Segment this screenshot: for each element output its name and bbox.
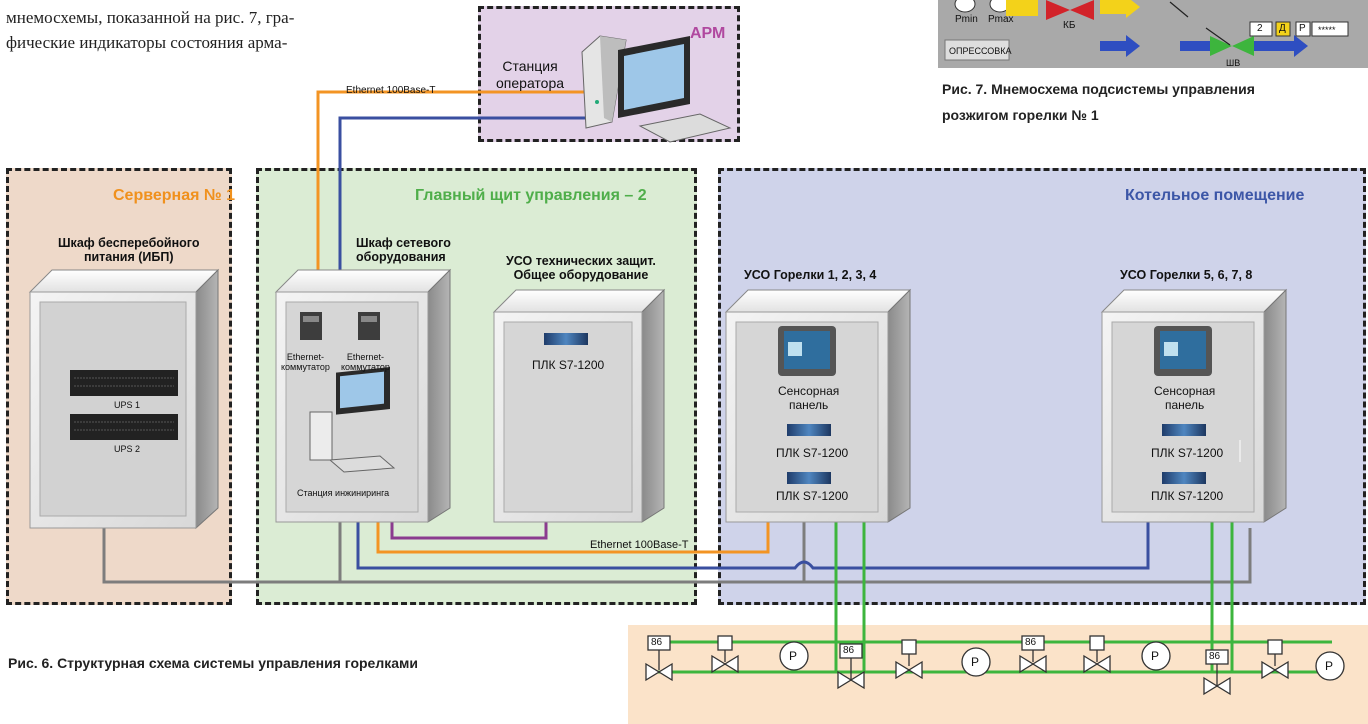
uso-burners-a-plc1-label: ПЛК S7-1200 xyxy=(776,446,849,460)
field-device-valve-2 xyxy=(895,639,923,680)
field-label-p-2: P xyxy=(971,655,980,669)
fig7-pmin-label: Pmin xyxy=(955,14,978,25)
figure7-caption: Рис. 7. Мнемосхема подсистемы управления… xyxy=(942,76,1255,128)
page-text-line1: мнемосхемы, показанной на рис. 7, гра- xyxy=(6,8,295,27)
page-text: мнемосхемы, показанной на рис. 7, гра- ф… xyxy=(6,5,294,55)
uso-common-title: УСО технических защит. Общее оборудовани… xyxy=(506,254,656,282)
uso-common-plc-label: ПЛК S7-1200 xyxy=(532,358,605,372)
field-label-86-2: 86 xyxy=(843,645,855,656)
uso-common-title-line1: УСО технических защит. xyxy=(506,254,656,268)
uso-burners-a-panel-label: Сенсорная панель xyxy=(778,384,839,412)
network-cabinet-title-line2: оборудования xyxy=(356,250,446,264)
field-devices xyxy=(645,635,1345,696)
ups-cabinet-title-line2: питания (ИБП) xyxy=(83,250,174,264)
ups1-label: UPS 1 xyxy=(114,400,141,410)
field-label-p-4: P xyxy=(1325,659,1334,673)
orange-bus xyxy=(376,522,770,554)
uso-burners-b-panel-line2: панель xyxy=(1164,398,1205,412)
switch1-label-line2: коммутатор xyxy=(281,362,330,372)
cabinet-uso-b xyxy=(1100,288,1288,523)
switch2-label-line2: коммутатор xyxy=(341,362,390,372)
orange-cable-top xyxy=(316,90,590,282)
uso-burners-a-panel-line2: панель xyxy=(788,398,829,412)
cables xyxy=(102,90,1332,674)
uso-burners-b-title: УСО Горелки 5, 6, 7, 8 xyxy=(1120,268,1253,282)
field-device-valve-86-1 xyxy=(645,635,673,682)
fig7-valve-kb-label: КБ xyxy=(1063,20,1076,31)
zone-title-boiler: Котельное помещение xyxy=(1125,187,1305,204)
ethernet-label-bottom: Ethernet 100Base-T xyxy=(590,539,689,551)
ups-cabinet-title-line1: Шкаф бесперебойного xyxy=(58,236,200,250)
network-cabinet-title: Шкаф сетевого оборудования xyxy=(356,236,451,264)
uso-common-title-line2: Общее оборудование xyxy=(513,268,649,282)
ups-cabinet-title: Шкаф бесперебойного питания (ИБП) xyxy=(58,236,199,264)
uso-burners-a-title: УСО Горелки 1, 2, 3, 4 xyxy=(744,268,877,282)
cabinet-network xyxy=(274,268,452,523)
field-device-valve-4 xyxy=(1261,639,1289,680)
figure7-caption-line2: розжигом горелки № 1 xyxy=(942,107,1099,123)
cabinet-uso-common xyxy=(492,288,666,523)
switch2-label-line1: Ethernet- xyxy=(346,352,384,362)
fig7-field-d: Д xyxy=(1279,23,1286,34)
ethernet-label-top: Ethernet 100Base-T xyxy=(346,85,436,96)
ups2-label: UPS 2 xyxy=(114,444,141,454)
field-device-valve-86-4 xyxy=(1203,649,1231,696)
field-device-pressure-1 xyxy=(779,641,809,671)
field-device-valve-86-3 xyxy=(1019,635,1047,674)
switch1-label: Ethernet- коммутатор xyxy=(281,352,330,372)
field-label-86-4: 86 xyxy=(1209,651,1221,662)
uso-burners-b-plc1-label: ПЛК S7-1200 xyxy=(1151,446,1224,460)
figure7-mnemo xyxy=(938,0,1368,68)
zone-title-server: Серверная № 1 xyxy=(113,187,236,204)
uso-burners-a-plc2-label: ПЛК S7-1200 xyxy=(776,489,849,503)
operator-station-line1: Станция xyxy=(502,58,558,74)
fig7-valve-shv-label: ШВ xyxy=(1226,58,1241,68)
operator-station-label: Станция оператора xyxy=(496,58,564,92)
field-device-valve-86-2 xyxy=(837,643,865,690)
field-label-86-1: 86 xyxy=(651,637,663,648)
zone-title-arm: АРМ xyxy=(690,25,726,42)
blue-bus xyxy=(356,522,1150,570)
page-text-line2: фические индикаторы состояния арма- xyxy=(6,33,288,52)
uso-burners-b-plc2-label: ПЛК S7-1200 xyxy=(1151,489,1224,503)
purple-bus xyxy=(390,522,548,540)
fig7-pmax-label: Pmax xyxy=(988,14,1014,25)
green-field-a xyxy=(834,522,866,672)
uso-burners-a-panel-line1: Сенсорная xyxy=(778,384,840,398)
cabinet-ups xyxy=(28,268,220,530)
field-device-pressure-2 xyxy=(961,647,991,677)
operator-station-line2: оператора xyxy=(496,75,565,91)
switch2-label: Ethernet- коммутатор xyxy=(341,352,390,372)
fig7-field-num: 2 xyxy=(1257,23,1263,34)
figure6-caption: Рис. 6. Структурная схема системы управл… xyxy=(8,655,418,671)
switch1-label-line1: Ethernet- xyxy=(286,352,324,362)
figure7-caption-line1: Рис. 7. Мнемосхема подсистемы управления xyxy=(942,81,1255,97)
uso-burners-b-panel-label: Сенсорная панель xyxy=(1154,384,1215,412)
fig7-button-opressovka: ОПРЕССОВКА xyxy=(949,46,1012,56)
network-cabinet-title-line1: Шкаф сетевого xyxy=(356,236,451,250)
fig7-field-stars: ***** xyxy=(1318,25,1336,35)
fig7-field-p: Р xyxy=(1299,23,1306,34)
operator-computer xyxy=(581,35,732,143)
field-label-86-3: 86 xyxy=(1025,637,1037,648)
field-device-pressure-3 xyxy=(1141,641,1171,671)
cabinet-uso-a xyxy=(724,288,912,523)
field-device-valve-3 xyxy=(1083,635,1111,674)
green-field-bus xyxy=(656,640,1332,674)
field-device-pressure-4 xyxy=(1315,651,1345,681)
green-field-b xyxy=(1210,522,1234,672)
uso-burners-b-panel-line1: Сенсорная xyxy=(1154,384,1216,398)
field-device-valve-1 xyxy=(711,635,739,674)
zone-title-main-panel: Главный щит управления – 2 xyxy=(415,187,647,204)
gray-bus xyxy=(102,522,1252,584)
eng-station-label: Станция инжиниринга xyxy=(297,488,390,498)
field-label-p-3: P xyxy=(1151,649,1160,663)
blue-cable-top xyxy=(338,116,590,282)
field-label-p-1: P xyxy=(789,649,798,663)
